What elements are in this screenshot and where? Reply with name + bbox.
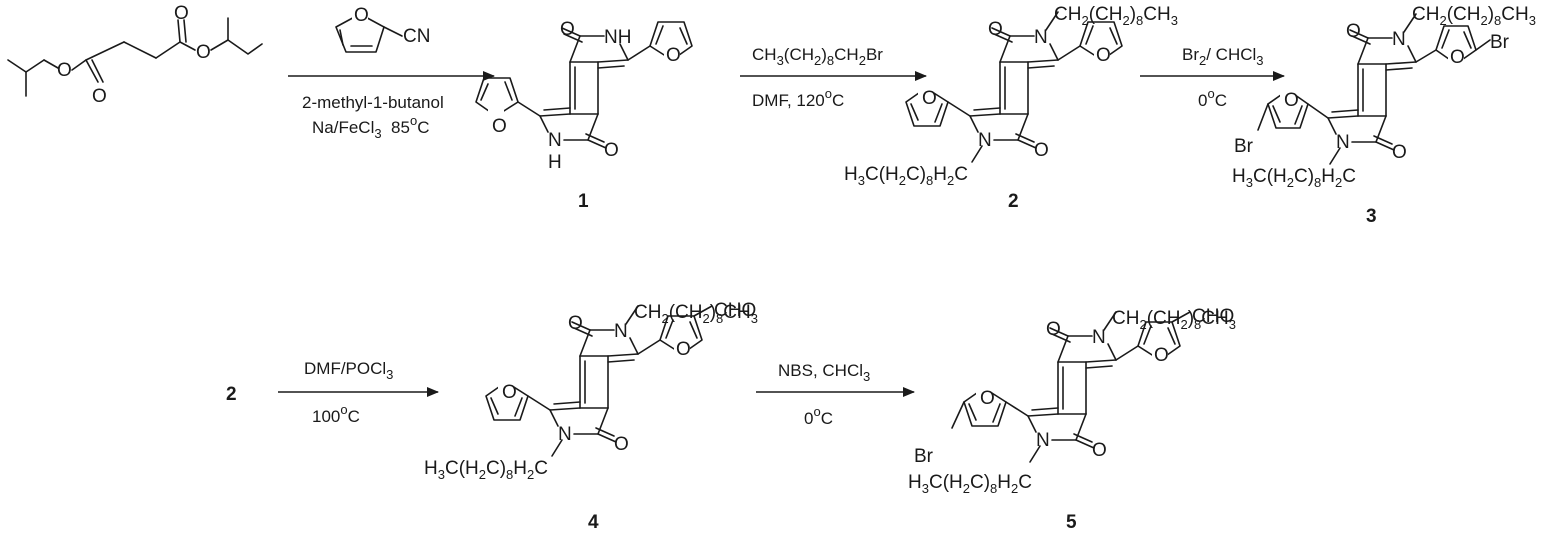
c5-o-bottom: O bbox=[1092, 440, 1107, 461]
c5-o-top: O bbox=[1046, 319, 1061, 340]
c5-decyl-top: CH2(CH2)8CH3 bbox=[1112, 308, 1236, 332]
c3-br-right: Br bbox=[1490, 32, 1510, 53]
compound-5-number: 5 bbox=[1066, 512, 1077, 533]
diisopropyl-succinate bbox=[7, 17, 263, 97]
sm-ester-o-left: O bbox=[57, 60, 72, 81]
c2-n-top: N bbox=[1034, 27, 1048, 48]
compound-4-number: 4 bbox=[588, 512, 599, 533]
sm-ester-o-right: O bbox=[196, 42, 211, 63]
c4-n-top: N bbox=[614, 321, 628, 342]
c2-n-bottom: N bbox=[978, 130, 992, 151]
c4-o-bottom: O bbox=[614, 434, 629, 455]
c1-nh-top: NH bbox=[604, 27, 631, 48]
c5-furan-o-right: O bbox=[1154, 345, 1169, 366]
c2-o-bottom: O bbox=[1034, 140, 1049, 161]
c2-furan-o-right: O bbox=[1096, 45, 1111, 66]
c1-n-bottom: N bbox=[548, 130, 562, 151]
cond5-line1: NBS, CHCl3 bbox=[778, 361, 870, 384]
c1-h-bottom: H bbox=[548, 152, 562, 173]
cond3-line2: 0oC bbox=[1198, 86, 1227, 110]
c3-furan-o-right: O bbox=[1450, 47, 1465, 68]
c5-cho: CHO bbox=[1192, 306, 1234, 327]
c5-decyl-bottom: H3C(H2C)8H2C bbox=[908, 472, 1032, 496]
c1-furan-o-right: O bbox=[666, 45, 681, 66]
furonitrile-cn: CN bbox=[403, 26, 430, 47]
cond1-line2: Na/FeCl3 85oC bbox=[312, 113, 429, 141]
cond5-line2: 0oC bbox=[804, 404, 833, 428]
c4-n-bottom: N bbox=[558, 424, 572, 445]
compound-5 bbox=[951, 311, 1191, 463]
cond4-line2: 100oC bbox=[312, 402, 360, 426]
sm-carbonyl-o-left: O bbox=[92, 86, 107, 107]
c2-furan-o-left: O bbox=[922, 88, 937, 109]
c3-decyl-bottom: H3C(H2C)8H2C bbox=[1232, 166, 1356, 190]
c2-o-top: O bbox=[988, 19, 1003, 40]
cond2-line1: CH3(CH2)8CH2Br bbox=[752, 45, 883, 68]
c3-decyl-top: CH2(CH2)8CH3 bbox=[1412, 4, 1536, 28]
furonitrile-o: O bbox=[354, 5, 369, 26]
c1-o-top: O bbox=[560, 19, 575, 40]
c3-n-bottom: N bbox=[1336, 132, 1350, 153]
c3-n-top: N bbox=[1392, 29, 1406, 50]
c5-furan-o-left: O bbox=[980, 388, 995, 409]
c3-br-left: Br bbox=[1234, 136, 1254, 157]
c4-decyl-bottom: H3C(H2C)8H2C bbox=[424, 458, 548, 482]
c3-furan-o-left: O bbox=[1284, 90, 1299, 111]
cond3-line1: Br2/ CHCl3 bbox=[1182, 45, 1264, 68]
c3-o-bottom: O bbox=[1392, 142, 1407, 163]
cond1-line1: 2-methyl-1-butanol bbox=[302, 93, 444, 112]
sm-carbonyl-o-right: O bbox=[174, 3, 189, 24]
c4-cho: CHO bbox=[714, 300, 756, 321]
c5-n-top: N bbox=[1092, 327, 1106, 348]
c4-decyl-top: CH2(CH2)8CH3 bbox=[634, 302, 758, 326]
c4-furan-o-right: O bbox=[676, 339, 691, 360]
c1-furan-o-left: O bbox=[492, 116, 507, 137]
compound-2-number: 2 bbox=[1008, 191, 1019, 212]
compound-2 bbox=[905, 11, 1123, 163]
cond4-line1: DMF/POCl3 bbox=[304, 359, 393, 382]
c4-o-top: O bbox=[568, 313, 583, 334]
c3-o-top: O bbox=[1346, 21, 1361, 42]
compound-3-number: 3 bbox=[1366, 206, 1377, 227]
furonitrile-reagent bbox=[335, 6, 403, 53]
c4-furan-o-left: O bbox=[502, 382, 517, 403]
compound-3 bbox=[1257, 13, 1491, 165]
compound-1-number: 1 bbox=[578, 191, 589, 212]
compound-4 bbox=[485, 305, 713, 457]
compound-1 bbox=[475, 21, 693, 149]
c2-decyl-bottom: H3C(H2C)8H2C bbox=[844, 164, 968, 188]
c1-o-bottom: O bbox=[604, 140, 619, 161]
c5-br-left: Br bbox=[914, 446, 934, 467]
row2-start-compound-2: 2 bbox=[226, 384, 237, 405]
cond2-line2: DMF, 120oC bbox=[752, 86, 844, 110]
c2-decyl-top: CH2(CH2)8CH3 bbox=[1054, 4, 1178, 28]
c5-n-bottom: N bbox=[1036, 430, 1050, 451]
